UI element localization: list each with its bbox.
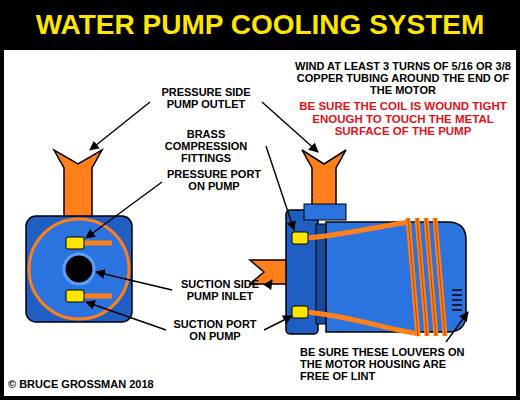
pump-head [286, 210, 318, 334]
copper-tube [84, 294, 112, 299]
brass-fitting [66, 290, 84, 302]
outlet-pipe [54, 150, 102, 218]
leader-line [268, 280, 272, 286]
leader-line [86, 302, 166, 330]
outlet-boss [304, 204, 346, 220]
pump-front-view [26, 150, 132, 322]
louver-slot [452, 304, 462, 306]
pump-housing [26, 216, 132, 322]
brass-fitting [292, 306, 308, 318]
leader-line [86, 182, 162, 238]
leader-line [264, 316, 292, 330]
louver-slot [452, 294, 462, 296]
suction-inlet [64, 254, 94, 284]
leader-line [446, 312, 468, 342]
title: WATER PUMP COOLING SYSTEM [36, 9, 485, 41]
warning-note: BE SURE THE COIL IS WOUND TIGHT ENOUGH T… [292, 100, 514, 138]
outlet-pipe [302, 150, 346, 212]
leader-line [90, 102, 150, 150]
panel [4, 50, 516, 396]
louver-slot [452, 289, 462, 291]
pump-side-view [250, 150, 466, 336]
copper-tube [84, 241, 112, 246]
coil-turn-edge [435, 218, 445, 336]
louver-slot [452, 309, 462, 311]
copper-tube [306, 312, 420, 334]
callout-label: SUCTION SIDE PUMP INLET [172, 278, 268, 302]
louver-slot [452, 299, 462, 301]
leader-lines [86, 102, 468, 342]
callout-label: SUCTION PORT ON PUMP [166, 318, 264, 342]
leader-line [96, 272, 172, 290]
callout-label: BRASS COMPRESSION FITTINGS [146, 128, 266, 164]
pump-volute [29, 219, 129, 319]
coil-turn [435, 218, 445, 336]
leader-line [266, 146, 294, 230]
motor-louvers [452, 290, 462, 310]
instruction-note: WIND AT LEAST 3 TURNS OF 5/16 OR 3/8 COP… [292, 60, 514, 96]
copper-coil [408, 218, 445, 336]
instruction-note: BE SURE THESE LOUVERS ON THE MOTOR HOUSI… [300, 346, 476, 382]
callout-label: PRESSURE PORT ON PUMP [162, 168, 266, 192]
copyright-note: © BRUCE GROSSMAN 2018 [8, 378, 208, 390]
copper-tube [306, 222, 410, 238]
callout-label: PRESSURE SIDE PUMP OUTLET [150, 86, 262, 110]
brass-fitting [292, 232, 308, 244]
brass-fitting [66, 237, 84, 249]
